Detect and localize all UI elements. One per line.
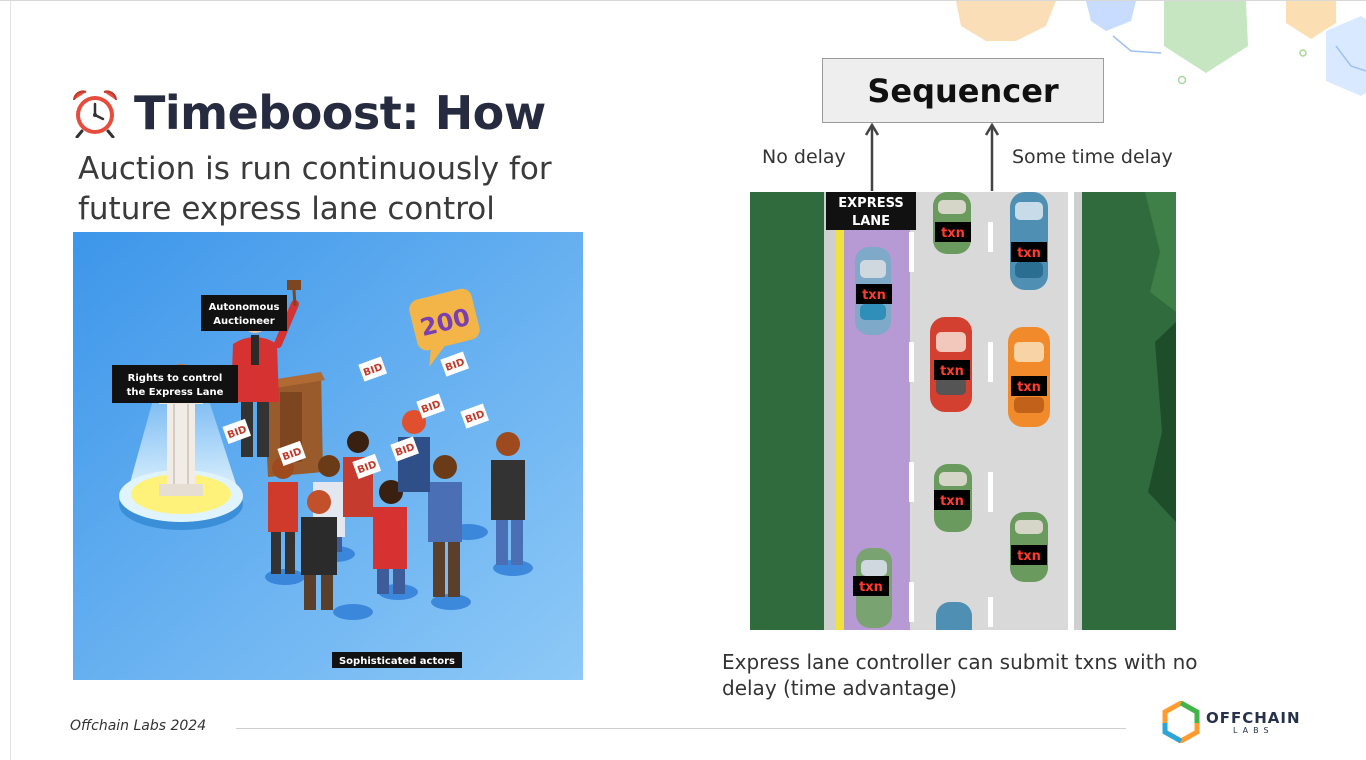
rights-label-line2: the Express Lane — [127, 387, 224, 398]
logo-name: OFFCHAIN — [1206, 708, 1301, 727]
logo-sub: LABS — [1233, 725, 1274, 735]
txn-label: txn — [1017, 246, 1041, 261]
decorative-hexagons — [956, 1, 1366, 96]
some-time-delay-label: Some time delay — [1012, 146, 1173, 168]
title-text: Timeboost: How — [134, 86, 546, 140]
txn-label: txn — [940, 494, 964, 509]
auction-illustration: 200 — [73, 232, 583, 680]
txn-label: txn — [1017, 380, 1041, 395]
alarm-clock-icon — [73, 90, 117, 138]
diagram-caption: Express lane controller can submit txns … — [722, 650, 1198, 700]
footer-text: Offchain Labs 2024 — [70, 718, 207, 734]
txn-label: txn — [1017, 549, 1041, 564]
offchain-logo-icon — [1162, 701, 1200, 743]
txn-label: txn — [859, 580, 883, 595]
actors-label: Sophisticated actors — [339, 656, 455, 667]
submission-arrows — [864, 122, 1000, 191]
sequencer-box: Sequencer — [822, 58, 1104, 123]
offchain-labs-logo: OFFCHAIN LABS — [1162, 701, 1301, 743]
auctioneer-label-line2: Auctioneer — [213, 316, 275, 327]
slide-edge — [10, 1, 11, 760]
subtitle: Auction is run continuously for future e… — [78, 151, 552, 227]
express-lane-label-line2: LANE — [852, 214, 890, 229]
auctioneer-label-line1: Autonomous — [209, 302, 280, 313]
footer-divider — [236, 728, 1126, 729]
express-lane-label-line1: EXPRESS — [838, 196, 903, 211]
road-diagram: EXPRESS LANE txn txn txn txn txn txn txn… — [750, 192, 1176, 630]
txn-label: txn — [862, 288, 886, 303]
rights-label-line1: Rights to control — [128, 373, 223, 384]
txn-label: txn — [940, 364, 964, 379]
no-delay-label: No delay — [762, 146, 846, 168]
page-title: Timeboost: How — [70, 83, 546, 143]
txn-label: txn — [941, 226, 965, 241]
